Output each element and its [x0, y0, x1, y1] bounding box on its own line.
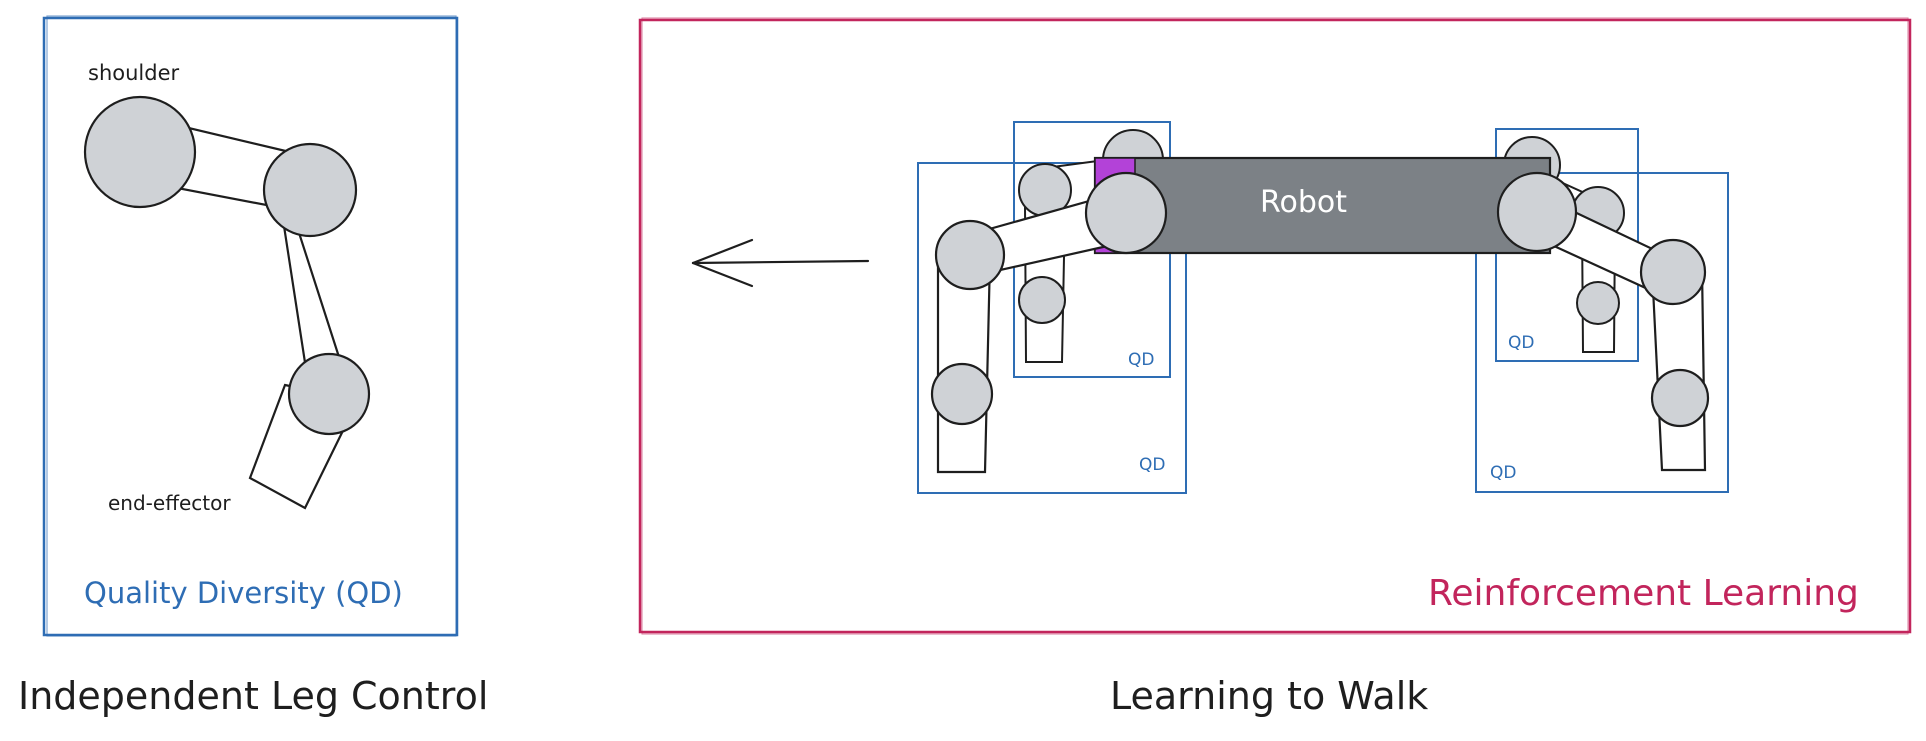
robot-label: Robot [1260, 185, 1347, 220]
qd-boxes [917, 121, 1729, 494]
front-legs [930, 171, 1710, 474]
end-effector-label: end-effector [108, 491, 231, 515]
rl-method-label: Reinforcement Learning [1428, 573, 1859, 614]
qd-frame [42, 16, 459, 637]
qd-tag-4: QD [1490, 463, 1516, 483]
right-panel: QD QD QD QD Robot [638, 17, 1912, 718]
ankle-joint [287, 352, 371, 436]
qd-box-rear-right [1475, 172, 1729, 493]
shoulder-label: shoulder [88, 61, 179, 85]
left-caption: Independent Leg Control [18, 674, 488, 718]
knee-joint [262, 142, 358, 238]
rl-frame [638, 18, 1912, 634]
right-caption: Learning to Walk [1110, 674, 1428, 718]
front-left-shoulder [1084, 171, 1168, 255]
qd-tag-1: QD [1128, 350, 1154, 370]
shoulder-joint [83, 95, 197, 209]
rear-right-shoulder [1496, 171, 1578, 253]
front-left-hip [934, 219, 1006, 291]
single-leg [83, 95, 371, 510]
rear-right-knee [1650, 368, 1710, 428]
qd-method-label: Quality Diversity (QD) [84, 576, 403, 610]
qd-tag-3: QD [1508, 333, 1534, 353]
front-left-knee [930, 362, 994, 426]
qd-box-front-left [917, 162, 1187, 494]
left-arrow-icon [691, 238, 870, 288]
left-panel: shoulder end-effector Quality Diversity … [18, 15, 488, 718]
qd-tag-2: QD [1139, 455, 1165, 475]
rear-right-hip [1639, 238, 1707, 306]
